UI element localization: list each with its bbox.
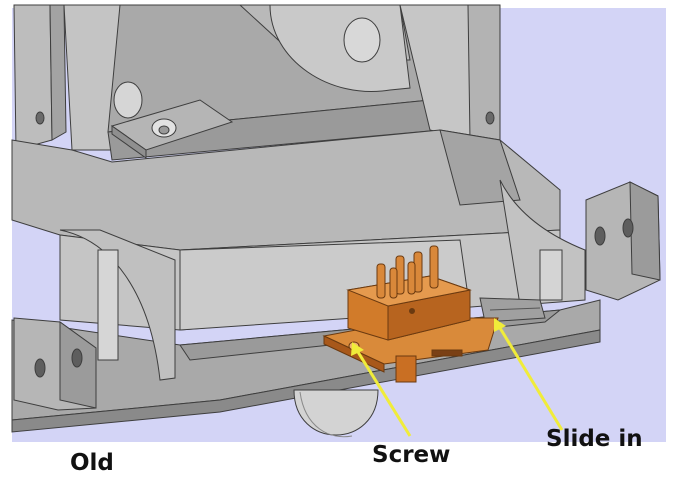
upper-frame <box>63 4 501 161</box>
mounting-tab <box>110 99 234 159</box>
label-old: Old <box>70 450 114 476</box>
label-screw: Screw <box>372 442 450 468</box>
slide-in-arrow <box>494 318 564 431</box>
left-curved-support <box>59 229 176 381</box>
slide-rail <box>479 297 546 323</box>
label-slide-in: Slide in <box>546 426 643 452</box>
right-curved-support <box>499 179 586 306</box>
left-upright-post <box>13 4 67 151</box>
dome-feature <box>293 389 379 438</box>
right-end-bracket <box>585 181 661 301</box>
left-end-bracket <box>13 317 97 411</box>
screw-arrow <box>351 342 412 437</box>
connector-pins <box>376 245 439 299</box>
